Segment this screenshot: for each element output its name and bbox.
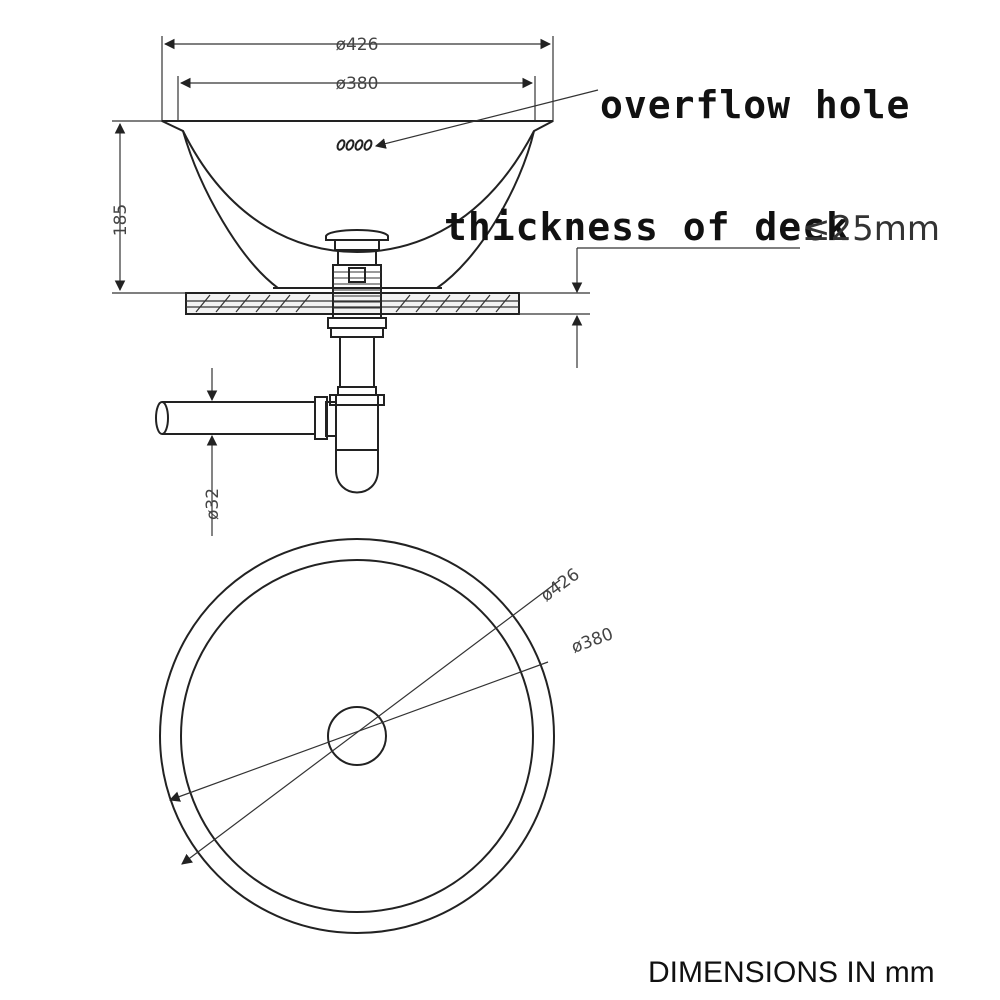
inner-bowl-circle bbox=[180, 559, 534, 913]
thickness-of-deck-label: thickness of deck bbox=[444, 205, 850, 249]
height-dimension: 185 bbox=[111, 120, 185, 294]
overflow-leader-line bbox=[374, 89, 599, 149]
top-outer-diameter-label: ø426 bbox=[537, 565, 583, 606]
overflow-hole-slots bbox=[336, 139, 373, 151]
outer-diameter-label: ø426 bbox=[336, 35, 379, 55]
inner-diameter-label: ø380 bbox=[336, 74, 379, 94]
waste-diameter-label: ø32 bbox=[203, 488, 223, 520]
drain-circle bbox=[327, 706, 387, 766]
units-note: DIMENSIONS IN mm bbox=[648, 956, 935, 989]
top-inner-diameter-label: ø380 bbox=[569, 624, 616, 657]
inner-diameter-dimension: ø380 bbox=[177, 74, 536, 122]
bottle-trap bbox=[329, 394, 385, 494]
top-view: ø426 ø380 bbox=[159, 538, 616, 934]
outer-diameter-dimension: ø426 bbox=[161, 35, 554, 122]
outer-diameter-leader bbox=[181, 579, 561, 865]
height-label: 185 bbox=[111, 204, 131, 236]
deck-limit-label: ≤25mm bbox=[802, 209, 940, 249]
deck-thickness-dimension bbox=[519, 247, 800, 368]
inner-diameter-leader bbox=[168, 661, 549, 802]
outlet-pipe bbox=[155, 396, 336, 440]
side-view: ø426 ø380 185 bbox=[111, 35, 940, 536]
waste-diameter-dimension: ø32 bbox=[203, 368, 223, 536]
countertop-deck bbox=[185, 292, 520, 315]
outer-rim-circle bbox=[159, 538, 555, 934]
overflow-hole-label: overflow hole bbox=[600, 83, 910, 127]
basin-bowl bbox=[161, 120, 554, 289]
